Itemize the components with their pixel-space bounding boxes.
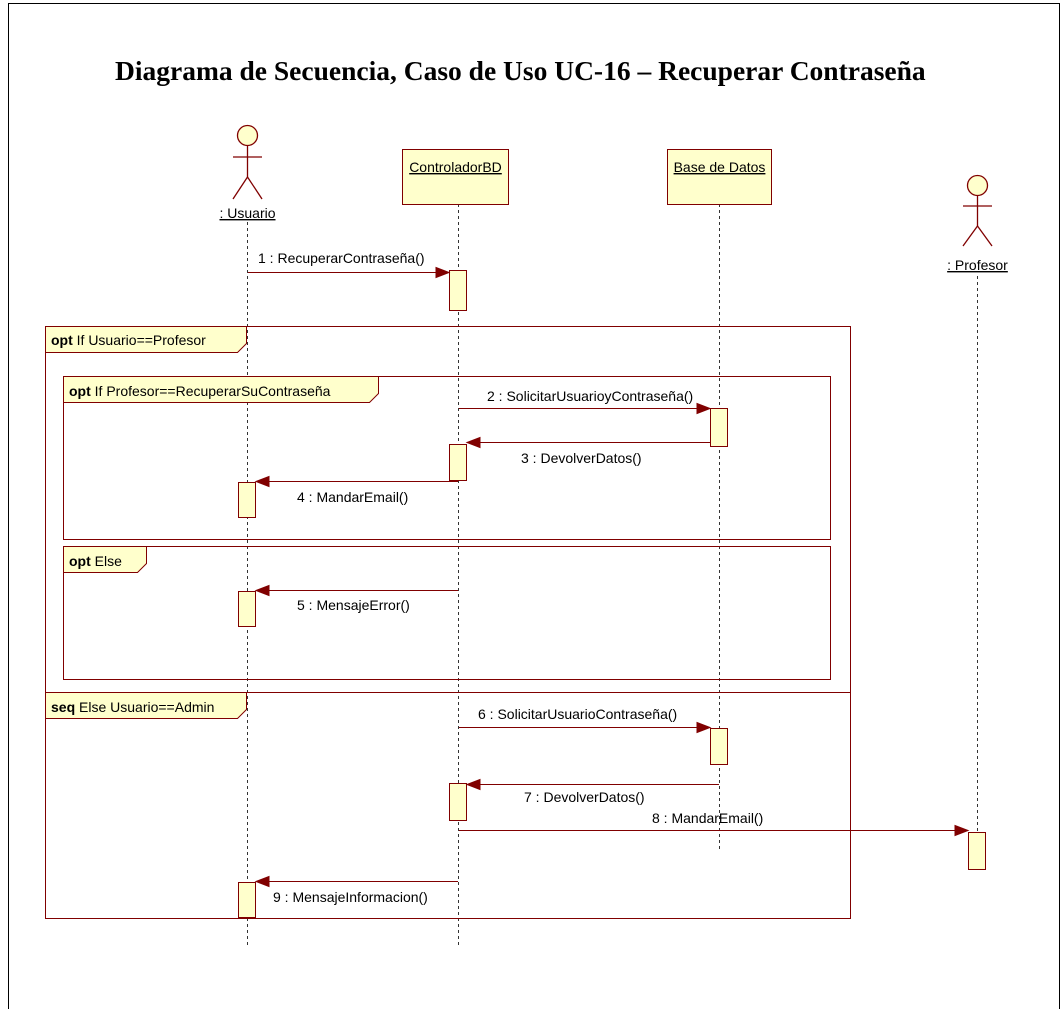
activation-base-de-datos-2 (710, 728, 728, 765)
message-arrowhead (465, 436, 481, 449)
actor-right-leg (246, 176, 263, 200)
message-9: 9 : MensajeInformacion() (254, 875, 458, 905)
actor-profesor-label: : Profesor (947, 257, 1008, 273)
fragment-tag (63, 546, 147, 573)
actor-profesor-icon (962, 174, 993, 247)
message-7: 7 : DevolverDatos() (465, 778, 719, 805)
activations (238, 270, 986, 918)
actor-usuario-icon (232, 124, 263, 200)
message-arrowhead (954, 824, 970, 837)
fragment-operator: opt (69, 553, 91, 569)
actor-usuario: : Usuario (219, 124, 276, 221)
message-label: 1 : RecuperarContraseña() (258, 250, 425, 266)
page-border (8, 3, 1060, 1009)
diagram-title: Diagrama de Secuencia, Caso de Uso UC-16… (115, 55, 926, 86)
activation-usuario-3 (238, 882, 256, 918)
fragment-label: opt If Profesor==RecuperarSuContraseña (69, 383, 331, 399)
object-box (667, 149, 772, 205)
activation-usuario-1 (238, 482, 256, 518)
fragment-frame (63, 546, 831, 680)
message-8: 8 : MandarEmail() (459, 810, 970, 837)
actor-head (966, 174, 989, 197)
message-label: 9 : MensajeInformacion() (273, 889, 428, 905)
fragment-label: seq Else Usuario==Admin (51, 699, 214, 715)
actor-right-leg (976, 225, 993, 247)
object-base-de-datos: Base de Datos (667, 149, 772, 205)
fragment-frame (63, 376, 831, 540)
message-arrowhead (696, 721, 712, 734)
actor-left-leg (962, 225, 979, 247)
message-3: 3 : DevolverDatos() (465, 436, 710, 466)
message-label: 7 : DevolverDatos() (524, 789, 645, 805)
message-arrowhead (254, 875, 270, 888)
fragment-operator: seq (51, 699, 75, 715)
actor-head (236, 124, 259, 147)
actor-left-leg (232, 176, 249, 200)
message-arrowhead (435, 266, 451, 279)
message-label: 8 : MandarEmail() (652, 810, 763, 826)
object-base-de-datos-label: Base de Datos (674, 159, 766, 175)
fragment-frame (45, 692, 851, 919)
fragment-operator: opt (51, 332, 73, 348)
object-box (402, 149, 509, 205)
actor-usuario-label: : Usuario (219, 205, 275, 221)
object-controlador-bd-label: ControladorBD (409, 159, 502, 175)
message-arrowhead (465, 778, 481, 791)
fragment-operator: opt (69, 383, 91, 399)
fragment-seq-usuario-admin: seq Else Usuario==Admin (45, 692, 851, 919)
activation-profesor-1 (968, 832, 986, 870)
activation-controlador-bd-3 (449, 783, 467, 821)
message-arrowhead (696, 402, 712, 415)
message-label: 6 : SolicitarUsuarioContraseña() (478, 706, 677, 722)
message-4: 4 : MandarEmail() (254, 475, 458, 505)
actor-profesor: : Profesor (947, 174, 1008, 273)
message-arrowhead (254, 475, 270, 488)
fragment-opt-usuario-profesor: opt If Usuario==Profesor (45, 326, 851, 693)
fragment-guard: Else Usuario==Admin (79, 699, 214, 715)
message-label: 3 : DevolverDatos() (521, 450, 642, 466)
fragment-label: opt If Usuario==Profesor (51, 332, 206, 348)
activation-usuario-2 (238, 591, 256, 627)
message-label: 2 : SolicitarUsuarioyContraseña() (487, 388, 693, 404)
message-2: 2 : SolicitarUsuarioyContraseña() (459, 388, 712, 415)
fragment-tag (45, 692, 247, 719)
fragment-tag (63, 376, 379, 403)
message-label: 5 : MensajeError() (297, 597, 410, 613)
fragment-label: opt Else (69, 553, 122, 569)
message-1: 1 : RecuperarContraseña() (248, 250, 451, 279)
fragment-guard: If Profesor==RecuperarSuContraseña (95, 383, 331, 399)
fragment-opt-else: opt Else (63, 546, 831, 680)
fragment-guard: If Usuario==Profesor (77, 332, 207, 348)
message-5: 5 : MensajeError() (254, 584, 458, 613)
fragment-guard: Else (95, 553, 122, 569)
object-controlador-bd: ControladorBD (402, 149, 509, 205)
fragment-opt-recuperar-contrasena: opt If Profesor==RecuperarSuContraseña (63, 376, 831, 540)
message-arrowhead (254, 584, 270, 597)
fragment-tag (45, 326, 247, 353)
activation-controlador-bd-1 (449, 270, 467, 311)
message-6: 6 : SolicitarUsuarioContraseña() (459, 706, 712, 734)
lifelines (247, 204, 978, 945)
message-label: 4 : MandarEmail() (297, 489, 408, 505)
activation-controlador-bd-2 (449, 444, 467, 481)
activation-base-de-datos-1 (710, 408, 728, 447)
